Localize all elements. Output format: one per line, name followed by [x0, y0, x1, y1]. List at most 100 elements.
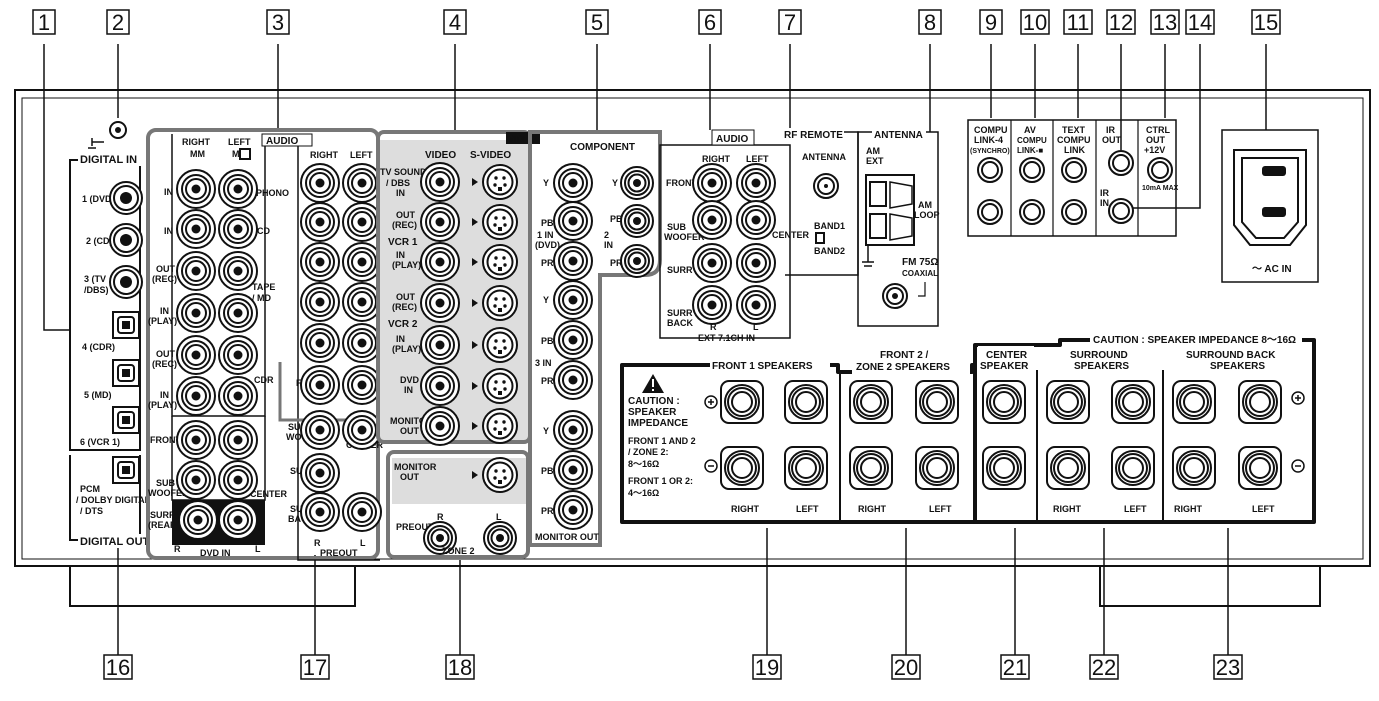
svg-text:S-VIDEO: S-VIDEO	[470, 150, 511, 161]
svg-text:MONITOR: MONITOR	[394, 462, 437, 472]
svg-text:(PLAY): (PLAY)	[392, 344, 421, 354]
tape-label: TAPE	[252, 282, 275, 292]
svg-text:L: L	[753, 322, 759, 332]
callout-number: 16	[106, 655, 130, 680]
svg-text:COAXIAL: COAXIAL	[902, 269, 938, 278]
svg-text:LEFT: LEFT	[796, 504, 819, 514]
callout-number: 3	[272, 10, 284, 35]
ext71-caption: EXT 7.1CH IN	[698, 333, 755, 343]
ext71-section: AUDIO RIGHT LEFT FRONT CENTER SUB WOOFER…	[659, 129, 810, 343]
svg-text:FRONT: FRONT	[150, 435, 181, 445]
svg-text:PR: PR	[541, 376, 554, 386]
zone2-section: MONITOR OUT R L PREOUT ZONE 2	[386, 450, 530, 559]
svg-text:R: R	[437, 512, 444, 522]
svg-text:RIGHT: RIGHT	[702, 154, 731, 164]
zone2-svideo-jack[interactable]	[482, 457, 518, 493]
digital-in-6-optical[interactable]	[112, 406, 140, 434]
callout-20: 20	[891, 654, 921, 680]
digital-out-title: DIGITAL OUT	[80, 536, 150, 548]
band-switch[interactable]	[815, 232, 825, 244]
callout-13: 13	[1150, 9, 1180, 35]
preout-section: RIGHT LEFT FRONT SUB WOOFER CENTER SURR …	[278, 146, 385, 561]
svg-text:LEFT: LEFT	[929, 504, 952, 514]
digital-in-4-label: 4 (CDR)	[82, 342, 115, 352]
ground-terminal	[88, 121, 127, 149]
digital-in-4-optical[interactable]	[112, 311, 140, 339]
callout-number: 2	[112, 10, 124, 35]
svg-text:Y: Y	[543, 426, 549, 436]
svg-text:IR: IR	[1100, 188, 1110, 198]
svg-text:SURR: SURR	[667, 265, 693, 275]
callout-16: 16	[103, 654, 133, 680]
svg-text:PREOUT: PREOUT	[396, 522, 434, 532]
polarity-marks	[704, 391, 1305, 473]
svg-text:LEFT: LEFT	[228, 137, 251, 147]
svg-text:PR: PR	[610, 258, 623, 268]
svg-text:CTRL: CTRL	[1146, 125, 1170, 135]
svg-text:IN: IN	[160, 390, 169, 400]
svg-text:OUT: OUT	[1146, 135, 1166, 145]
dvd-in-label: DVD IN	[200, 548, 231, 558]
svg-text:BACK: BACK	[667, 318, 693, 328]
digital-in-5-optical[interactable]	[112, 359, 140, 387]
svg-text:FRONT 1 OR 2:: FRONT 1 OR 2:	[628, 476, 693, 486]
svg-text:MM: MM	[190, 149, 205, 159]
svg-text:CAUTION :: CAUTION :	[628, 396, 680, 407]
svg-text:IN: IN	[160, 306, 169, 316]
callout-number: 10	[1023, 10, 1047, 35]
digital-in-title: DIGITAL IN	[80, 154, 137, 166]
svg-text:LEFT: LEFT	[1124, 504, 1147, 514]
svg-text:RF REMOTE: RF REMOTE	[784, 130, 843, 141]
callout-4: 4	[443, 9, 467, 35]
svg-text:SURROUND BACK: SURROUND BACK	[1186, 350, 1276, 361]
svg-text:VCR 2: VCR 2	[388, 319, 418, 330]
svg-text:(PLAY): (PLAY)	[148, 400, 177, 410]
svg-text:IN: IN	[396, 188, 405, 198]
callout-19: 19	[752, 654, 782, 680]
callout-18: 18	[445, 654, 475, 680]
svg-text:IR: IR	[1106, 125, 1116, 135]
callout-3: 3	[266, 9, 290, 35]
svg-text:IN: IN	[404, 385, 413, 395]
left-foot	[69, 566, 356, 607]
svg-text:FM 75Ω: FM 75Ω	[902, 257, 938, 268]
svg-text:SUB: SUB	[667, 222, 687, 232]
svg-text:(PLAY): (PLAY)	[148, 316, 177, 326]
callout-9: 9	[979, 9, 1003, 35]
front2-title-b: ZONE 2 SPEAKERS	[856, 362, 950, 373]
svg-text:AM: AM	[918, 200, 932, 210]
svg-text:R: R	[710, 322, 717, 332]
callout-number: 4	[449, 10, 461, 35]
svg-text:3 IN: 3 IN	[535, 358, 552, 368]
svg-text:(REAR): (REAR)	[148, 520, 180, 530]
ac-in-section: ～ AC IN	[1221, 129, 1319, 283]
audio-title: AUDIO	[266, 136, 298, 147]
video-title: VIDEO	[508, 134, 536, 144]
digital-out-dts: / DTS	[80, 506, 103, 516]
svg-text:CENTER: CENTER	[986, 350, 1028, 361]
digital-out-optical[interactable]	[112, 456, 140, 484]
digital-in-2-jack[interactable]	[109, 223, 143, 257]
svg-text:PR: PR	[541, 506, 554, 516]
callout-number: 18	[448, 655, 472, 680]
svg-text:(SYNCHRO): (SYNCHRO)	[970, 148, 1010, 155]
svg-text:2: 2	[604, 230, 609, 240]
svg-text:IN: IN	[396, 250, 405, 260]
chassis-inner	[21, 97, 1364, 560]
svg-text:PB: PB	[541, 336, 554, 346]
svg-text:IN: IN	[604, 240, 613, 250]
svg-text:/ ZONE 2:: / ZONE 2:	[628, 447, 669, 457]
callout-11: 11	[1063, 9, 1093, 35]
svg-text:RIGHT: RIGHT	[1053, 504, 1082, 514]
zone2-preout-l[interactable]	[483, 521, 517, 555]
svg-text:(DVD): (DVD)	[535, 240, 560, 250]
digital-in-3-jack[interactable]	[109, 265, 143, 299]
digital-in-1-jack[interactable]	[109, 181, 143, 215]
svg-text:FRONT 1 AND 2: FRONT 1 AND 2	[628, 436, 696, 446]
callout-number: 1	[38, 10, 50, 35]
front1-title: FRONT 1 SPEAKERS	[712, 361, 813, 372]
digital-in-3-label-b: /DBS)	[84, 285, 109, 295]
svg-text:OUT: OUT	[400, 426, 420, 436]
svg-text:OUT: OUT	[156, 264, 176, 274]
